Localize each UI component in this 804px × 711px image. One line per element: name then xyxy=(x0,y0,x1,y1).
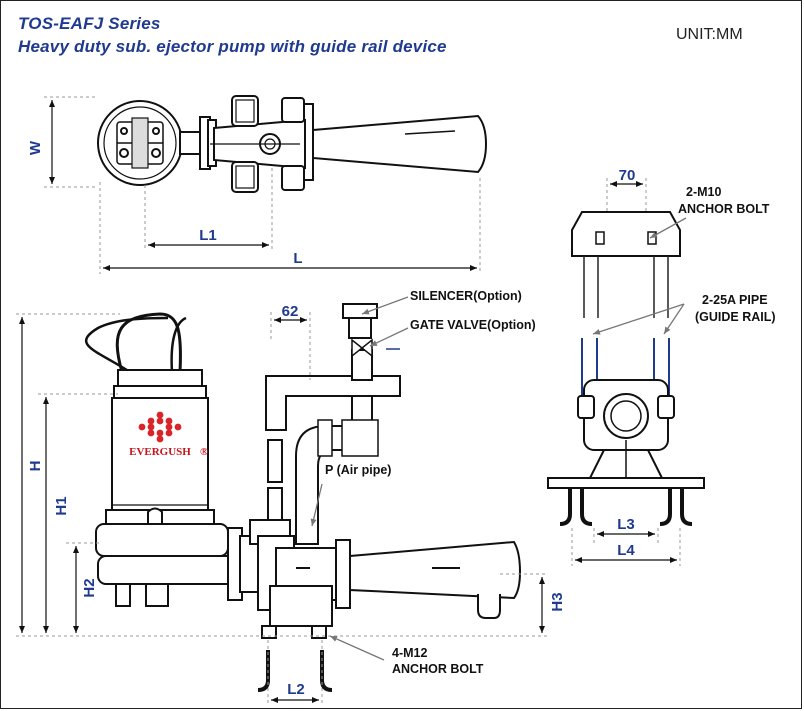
dim-70: 70 xyxy=(619,167,636,184)
dim-h3: H3 xyxy=(549,592,566,611)
dim-l4: L4 xyxy=(617,542,635,559)
guide-pipe-spec: 2-25A PIPE xyxy=(702,293,768,307)
dim-l3: L3 xyxy=(617,516,635,533)
callout-leaders xyxy=(310,217,687,661)
guide-pipe-label: (GUIDE RAIL) xyxy=(695,310,776,324)
anchor-bolt-top-label: ANCHOR BOLT xyxy=(678,202,770,216)
anchor-bolt-top-spec: 2-M10 xyxy=(686,185,721,199)
side-view-dimensions xyxy=(16,312,550,706)
product-subtitle: Heavy duty sub. ejector pump with guide … xyxy=(18,37,447,56)
dim-h1: H1 xyxy=(53,496,70,515)
gate-valve-label: GATE VALVE(Option) xyxy=(410,318,536,332)
dim-w: W xyxy=(27,140,44,155)
dimension-labels: W L1 L 70 62 H H1 H2 H3 L2 L3 L4 xyxy=(27,140,635,698)
dim-l1: L1 xyxy=(199,227,217,244)
brand-registered: ® xyxy=(200,446,208,458)
dim-h2: H2 xyxy=(81,578,98,597)
anchor-bolt-bottom-spec: 4-M12 xyxy=(392,646,427,660)
dim-l: L xyxy=(293,250,302,267)
dim-h: H xyxy=(27,461,44,472)
dim-l2: L2 xyxy=(287,681,305,698)
top-view-dimensions xyxy=(44,96,481,274)
brand-name: EVERGUSH xyxy=(129,446,191,458)
dim-62: 62 xyxy=(282,303,299,320)
unit-label: UNIT:MM xyxy=(676,26,743,43)
callout-labels: 2-M10 ANCHOR BOLT 2-25A PIPE (GUIDE RAIL… xyxy=(325,185,776,676)
front-view xyxy=(547,211,705,526)
air-pipe-label: P (Air pipe) xyxy=(325,463,391,477)
evergush-logo: EVERGUSH ® xyxy=(129,411,208,458)
front-view-dimensions xyxy=(571,178,681,566)
top-view xyxy=(97,95,488,193)
series-title: TOS-EAFJ Series xyxy=(18,14,161,33)
anchor-bolt-bottom-label: ANCHOR BOLT xyxy=(392,662,484,676)
silencer-label: SILENCER(Option) xyxy=(410,289,522,303)
side-view xyxy=(84,303,522,692)
